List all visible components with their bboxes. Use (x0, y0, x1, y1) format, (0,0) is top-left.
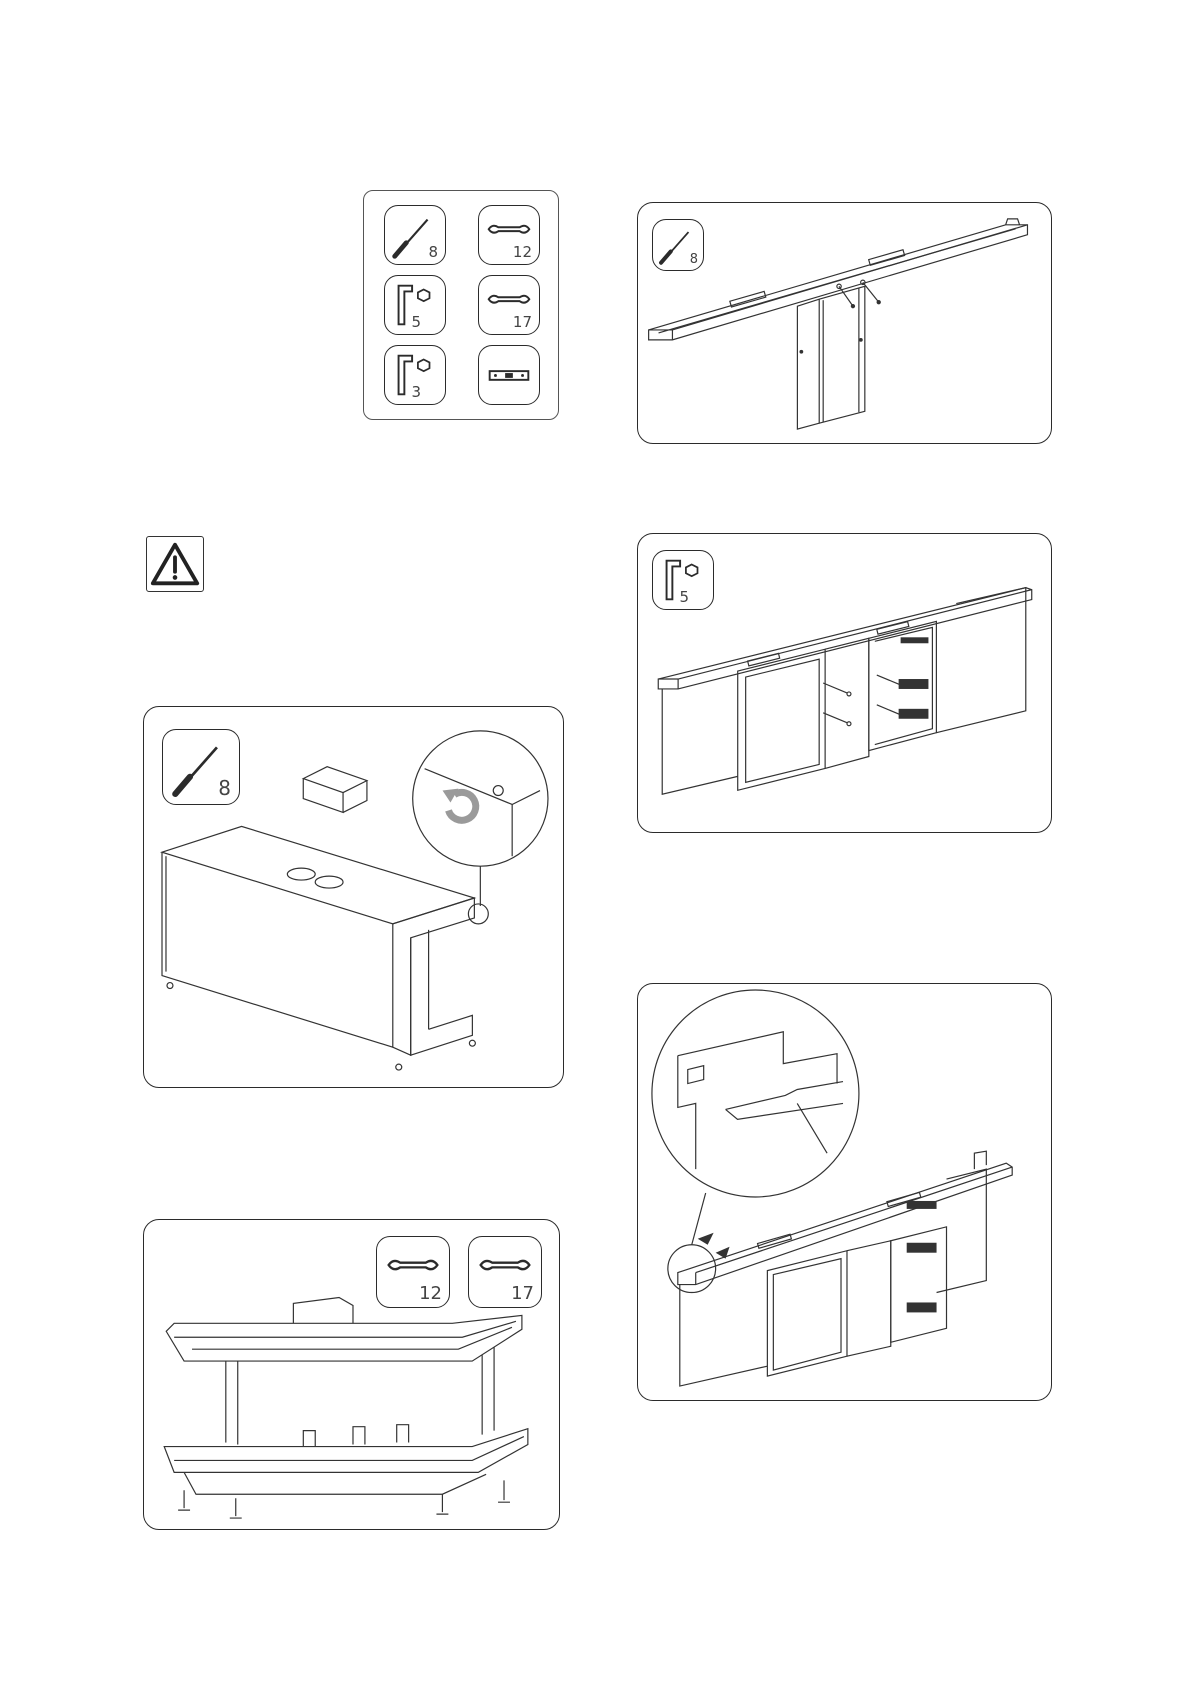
tool-list-box: 8 12 5 17 3 (363, 190, 559, 420)
step-panel-frame-bottom: 12 17 (143, 1219, 560, 1530)
rail-panels-drawing (638, 534, 1051, 832)
tool-hex-key: 3 (384, 345, 446, 405)
tool-size: 17 (513, 313, 532, 331)
firebox-drawing (144, 707, 563, 1087)
tool-size: 8 (428, 243, 438, 261)
tool-screwdriver: 8 (384, 205, 446, 265)
tool-wrench: 17 (478, 275, 540, 335)
tool-size: 5 (411, 313, 421, 331)
step-panel-rail-panels: 5 (637, 533, 1052, 833)
rail-bracket-drawing (638, 203, 1051, 443)
warning-sign (146, 536, 204, 592)
step-panel-rail-bracket: 8 (637, 202, 1052, 444)
rail-detail-drawing (638, 984, 1051, 1400)
warning-icon (147, 537, 203, 591)
tool-hex-key: 5 (384, 275, 446, 335)
tool-size: 12 (513, 243, 532, 261)
frame-bottom-drawing (144, 1220, 559, 1529)
tool-spirit-level (478, 345, 540, 405)
step-panel-rail-detail (637, 983, 1052, 1401)
spirit-level-icon (479, 346, 539, 404)
tool-wrench: 12 (478, 205, 540, 265)
step-panel-firebox: 8 (143, 706, 564, 1088)
tool-size: 3 (411, 383, 421, 401)
